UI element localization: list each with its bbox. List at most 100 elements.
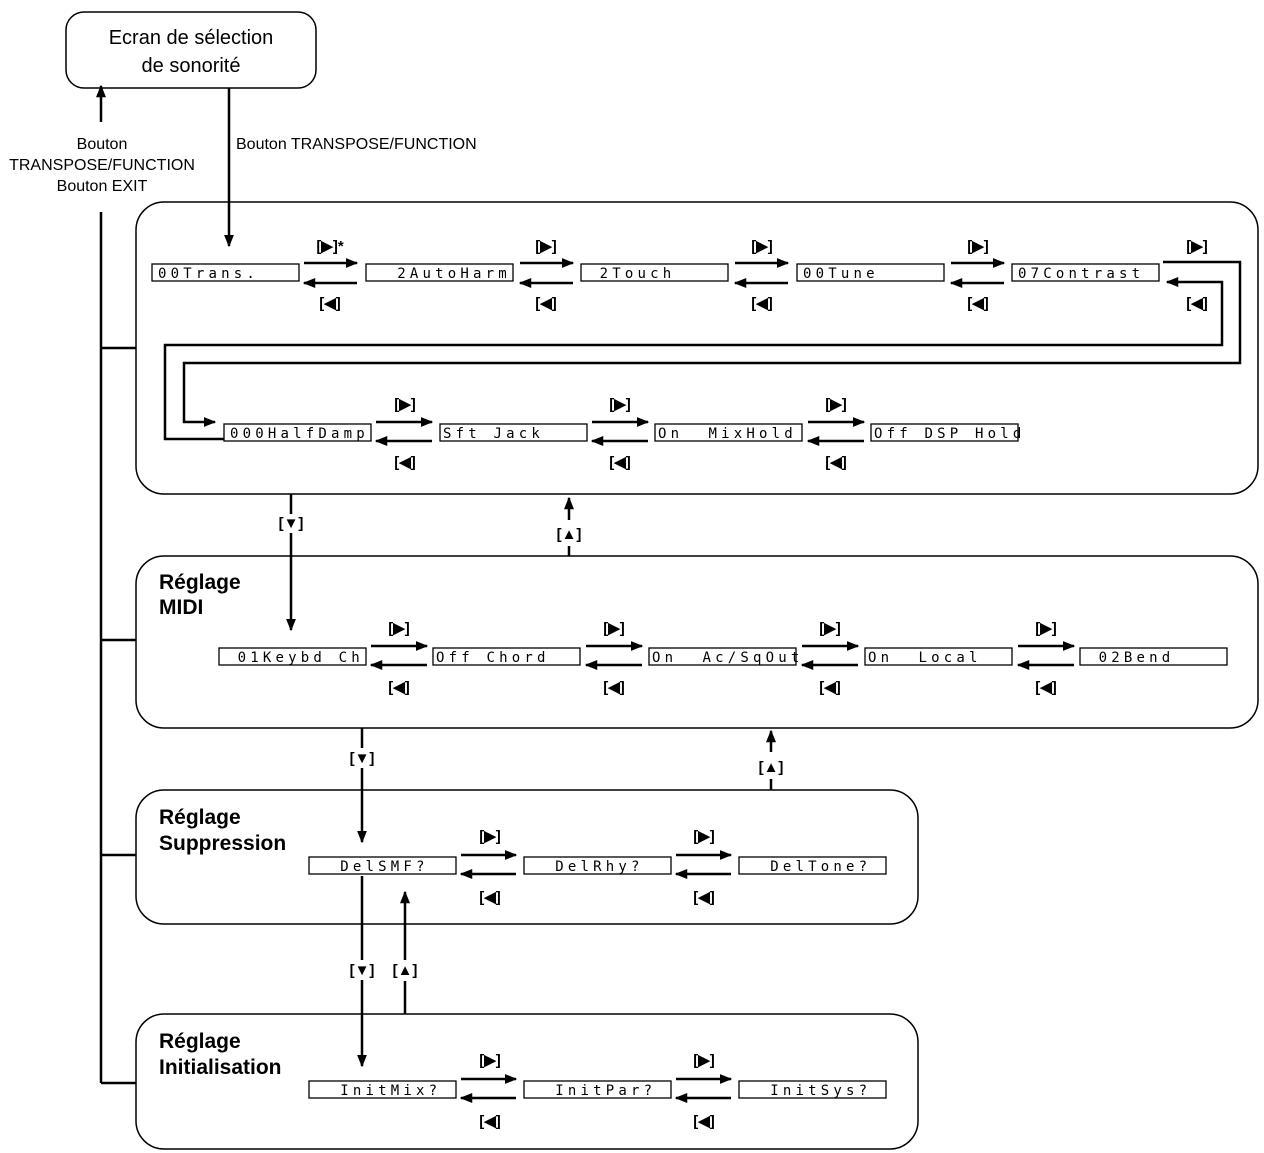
midi-title-line1: Réglage <box>159 571 241 594</box>
display-init-par-text: InitPar? <box>530 1083 656 1099</box>
nav-left-wrap-label: [◀] <box>1186 295 1208 312</box>
display-local-text: On Local <box>868 650 982 666</box>
nav-right-label: [▶] <box>388 620 410 637</box>
nav-pair-chord-acsqout: [▶] [◀] <box>584 620 644 696</box>
function-settings-frame <box>135 201 1259 495</box>
delete-title-line1: Réglage <box>159 806 241 829</box>
display-del-smf <box>308 856 457 875</box>
nav-right-label: [▶] <box>603 620 625 637</box>
wrap-forward-arrow <box>182 260 1242 427</box>
nav-pair-initpar-initsys: [▶] [◀] <box>674 1052 733 1130</box>
tone-select-screen-line1: Ecran de sélection <box>109 27 274 49</box>
nav-pair-mixhold-dsphold: [▶] [◀] <box>806 396 866 471</box>
display-dsp-hold-text: Off DSP Hold <box>874 426 1026 442</box>
nav-left-label: [◀] <box>479 889 501 906</box>
display-contrast-text: 07Contrast <box>1018 266 1144 282</box>
display-init-sys <box>738 1080 887 1099</box>
display-del-smf-text: DelSMF? <box>315 859 429 875</box>
display-chord <box>432 647 581 666</box>
display-init-par <box>523 1080 672 1099</box>
midi-title-line2: MIDI <box>159 596 203 619</box>
display-bend <box>1079 647 1228 666</box>
nav-pair-trans-autoharm: [▶]* [◀] <box>302 238 359 312</box>
nav-down-label: [▼] <box>350 750 375 767</box>
nav-right-label: [▶] <box>693 828 715 845</box>
display-autoharm <box>365 263 514 282</box>
nav-pair-tune-contrast: [▶] [◀] <box>949 238 1006 312</box>
display-ac-sqout <box>648 647 797 666</box>
display-halfdamp-text: 000HalfDamp <box>230 426 369 442</box>
display-autoharm-text: 2AutoHarm <box>372 266 511 282</box>
wrap-back-arrow <box>163 277 1224 441</box>
nav-right-label: [▶]* <box>316 238 344 255</box>
nav-pair-autoharm-touch: [▶] [◀] <box>518 238 575 312</box>
tone-select-screen-box <box>65 11 317 89</box>
nav-left-label: [◀] <box>819 679 841 696</box>
init-title-line2: Initialisation <box>159 1056 282 1079</box>
nav-up-label: [▲] <box>393 962 418 979</box>
nav-pair-halfdamp-sftjack: [▶] [◀] <box>374 396 434 471</box>
nav-pair-keybd-chord: [▶] [◀] <box>369 620 429 696</box>
display-del-rhy <box>523 856 672 875</box>
display-touch <box>580 263 729 282</box>
display-bend-text: 02Bend <box>1086 650 1174 666</box>
nav-left-label: [◀] <box>825 454 847 471</box>
nav-left-label: [◀] <box>1035 679 1057 696</box>
display-keybd-ch <box>218 647 367 666</box>
nav-pair-delsmf-delrhy: [▶] [◀] <box>459 828 518 906</box>
exit-label-line3: Bouton EXIT <box>57 178 148 195</box>
nav-down-label: [▼] <box>279 515 304 532</box>
nav-right-label: [▶] <box>479 1052 501 1069</box>
nav-left-label: [◀] <box>388 679 410 696</box>
display-halfdamp <box>223 423 372 442</box>
nav-right-label: [▶] <box>394 396 416 413</box>
display-sft-jack <box>439 423 588 442</box>
delete-settings-frame <box>135 789 919 925</box>
display-del-rhy-text: DelRhy? <box>530 859 644 875</box>
display-dsp-hold <box>870 423 1019 442</box>
display-init-sys-text: InitSys? <box>745 1083 871 1099</box>
tone-select-screen-line2: de sonorité <box>142 55 241 77</box>
nav-left-label: [◀] <box>693 1113 715 1130</box>
nav-pair-delrhy-deltone: [▶] [◀] <box>674 828 733 906</box>
exit-label-line1: Bouton <box>77 136 128 153</box>
display-local <box>864 647 1013 666</box>
exit-label-line2: TRANSPOSE/FUNCTION <box>9 157 195 174</box>
enter-button-label: Bouton TRANSPOSE/FUNCTION <box>236 136 477 153</box>
display-transpose-text: 00Trans. <box>158 266 259 282</box>
display-mixhold <box>654 423 803 442</box>
nav-left-label: [◀] <box>967 295 989 312</box>
nav-right-label: [▶] <box>693 1052 715 1069</box>
nav-left-label: [◀] <box>609 454 631 471</box>
display-chord-text: Off Chord <box>436 650 550 666</box>
nav-right-label: [▶] <box>751 238 773 255</box>
nav-pair-sftjack-mixhold: [▶] [◀] <box>590 396 650 471</box>
nav-right-label: [▶] <box>967 238 989 255</box>
nav-right-label: [▶] <box>1035 620 1057 637</box>
nav-right-label: [▶] <box>535 238 557 255</box>
nav-right-label: [▶] <box>479 828 501 845</box>
delete-title-line2: Suppression <box>159 832 286 855</box>
display-tune <box>796 263 945 282</box>
nav-left-label: [◀] <box>319 295 341 312</box>
nav-pair-local-bend: [▶] [◀] <box>1016 620 1076 696</box>
init-title-line1: Réglage <box>159 1030 241 1053</box>
display-contrast <box>1011 263 1160 282</box>
nav-up-label: [▲] <box>759 759 784 776</box>
display-del-tone <box>738 856 887 875</box>
init-settings-frame <box>135 1013 919 1150</box>
nav-left-label: [◀] <box>603 679 625 696</box>
nav-right-label: [▶] <box>825 396 847 413</box>
display-ac-sqout-text: On Ac/SqOut <box>652 650 804 666</box>
nav-left-label: [◀] <box>751 295 773 312</box>
nav-right-wrap-label: [▶] <box>1186 238 1208 255</box>
display-transpose <box>151 263 300 282</box>
display-keybd-ch-text: 01Keybd Ch <box>225 650 364 666</box>
display-del-tone-text: DelTone? <box>745 859 871 875</box>
nav-right-label: [▶] <box>819 620 841 637</box>
nav-left-label: [◀] <box>394 454 416 471</box>
nav-right-label: [▶] <box>609 396 631 413</box>
nav-left-label: [◀] <box>479 1113 501 1130</box>
display-tune-text: 00Tune <box>803 266 879 282</box>
